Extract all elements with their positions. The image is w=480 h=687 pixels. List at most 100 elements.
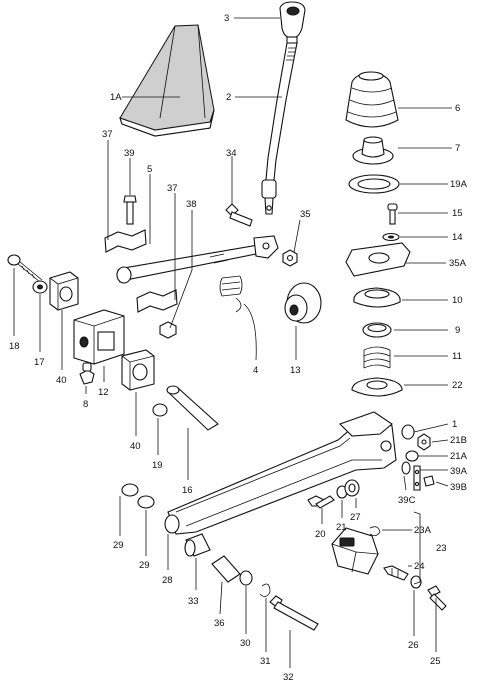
part-18-screw <box>7 254 43 283</box>
callout-38: 38 <box>186 199 197 210</box>
part-32-bolt <box>269 595 319 631</box>
part-26-washer <box>410 575 422 589</box>
callout-37-top: 37 <box>102 129 113 140</box>
part-21b-nut <box>417 433 431 451</box>
part-39b-screw <box>423 475 435 487</box>
callout-13: 13 <box>290 365 301 376</box>
part-shift-frame <box>164 411 397 535</box>
part-4-spring <box>219 275 243 313</box>
part-37-bracket-lower <box>136 289 178 313</box>
part-19a-seal <box>348 174 400 194</box>
part-15-bolt <box>387 203 398 225</box>
callout-23: 23 <box>436 543 447 554</box>
part-39c-washer <box>401 461 411 475</box>
part-10-housing <box>353 287 401 308</box>
callout-19a: 19A <box>450 179 468 190</box>
callout-21: 21 <box>336 522 347 533</box>
callout-1: 1 <box>452 419 457 430</box>
callout-31: 31 <box>260 656 271 667</box>
callout-16: 16 <box>182 485 193 496</box>
part-31-clip <box>259 583 271 597</box>
part-8-nipple <box>79 362 95 385</box>
part-39-bolt <box>123 195 137 225</box>
part-1-washer <box>401 424 415 440</box>
part-1a-boot <box>119 24 215 137</box>
part-24-screw <box>383 565 409 581</box>
callout-39: 39 <box>124 148 135 159</box>
callout-39a: 39A <box>450 466 468 477</box>
callout-37-mid: 37 <box>167 183 178 194</box>
part-23a-clip <box>369 526 381 536</box>
callout-7: 7 <box>455 143 460 154</box>
callout-25: 25 <box>430 656 441 667</box>
callout-21a: 21A <box>450 451 468 462</box>
callout-2: 2 <box>226 92 231 103</box>
part-6-rubber-boot <box>345 71 399 128</box>
part-9-ring <box>362 322 392 338</box>
callout-39c: 39C <box>398 495 416 506</box>
callout-8: 8 <box>83 399 88 410</box>
callout-29-right: 29 <box>139 560 150 571</box>
part-20-bolt <box>307 495 335 509</box>
callout-24: 24 <box>414 561 425 572</box>
part-33-bush <box>184 533 211 557</box>
callout-18: 18 <box>9 341 20 352</box>
callout-1a: 1A <box>110 92 122 103</box>
part-22-housing <box>351 377 403 397</box>
leader-lines <box>13 17 452 668</box>
part-39a-plate <box>413 465 421 491</box>
part-29-washer-b <box>137 495 155 509</box>
callout-12: 12 <box>98 387 109 398</box>
part-29-washer-a <box>121 483 139 497</box>
part-40-mount-upper <box>49 271 79 311</box>
part-17-washer <box>32 280 48 294</box>
callout-40-upper: 40 <box>56 375 67 386</box>
part-30-washer <box>239 570 253 586</box>
callout-36: 36 <box>214 618 225 629</box>
callout-17: 17 <box>34 357 45 368</box>
part-36-sleeve <box>211 555 241 583</box>
callout-35: 35 <box>300 209 311 220</box>
callout-26: 26 <box>408 640 419 651</box>
part-34-bolt <box>225 203 253 227</box>
part-13-bush <box>284 282 322 324</box>
callout-5: 5 <box>147 164 152 175</box>
part-7-cup <box>352 136 394 165</box>
part-35-nut <box>282 249 298 267</box>
callout-39b: 39B <box>450 482 467 493</box>
part-21a-washer <box>405 450 419 462</box>
callout-22: 22 <box>452 380 463 391</box>
callout-40-lower: 40 <box>130 441 141 452</box>
callout-10: 10 <box>452 295 463 306</box>
part-3-shift-knob <box>279 1 306 44</box>
part-40-mount-lower <box>121 349 155 391</box>
callout-34: 34 <box>226 148 237 159</box>
part-12-housing <box>73 309 125 365</box>
callout-15: 15 <box>452 208 463 219</box>
part-35a-plate <box>345 242 411 277</box>
callout-19: 19 <box>152 460 163 471</box>
callout-30: 30 <box>240 638 251 649</box>
part-25-bolt <box>427 585 447 611</box>
callout-23a: 23A <box>414 525 432 536</box>
callout-3: 3 <box>224 13 229 24</box>
part-27-bush <box>344 479 360 497</box>
callout-32: 32 <box>283 672 294 683</box>
callout-33: 33 <box>188 596 199 607</box>
part-14-washer <box>382 232 400 242</box>
callout-6: 6 <box>455 103 460 114</box>
part-11-spring <box>363 346 391 369</box>
callout-4: 4 <box>253 365 258 376</box>
callout-29-left: 29 <box>113 540 124 551</box>
callout-11: 11 <box>452 351 462 362</box>
part-19-washer <box>152 403 168 417</box>
callout-28: 28 <box>162 575 173 586</box>
callout-35a: 35A <box>449 258 467 269</box>
part-38-nut <box>159 321 177 339</box>
callout-27: 27 <box>350 512 361 523</box>
callout-20: 20 <box>315 529 326 540</box>
part-23-block <box>331 527 379 575</box>
part-16-pin <box>166 385 219 431</box>
part-37-bracket-upper <box>104 229 147 253</box>
